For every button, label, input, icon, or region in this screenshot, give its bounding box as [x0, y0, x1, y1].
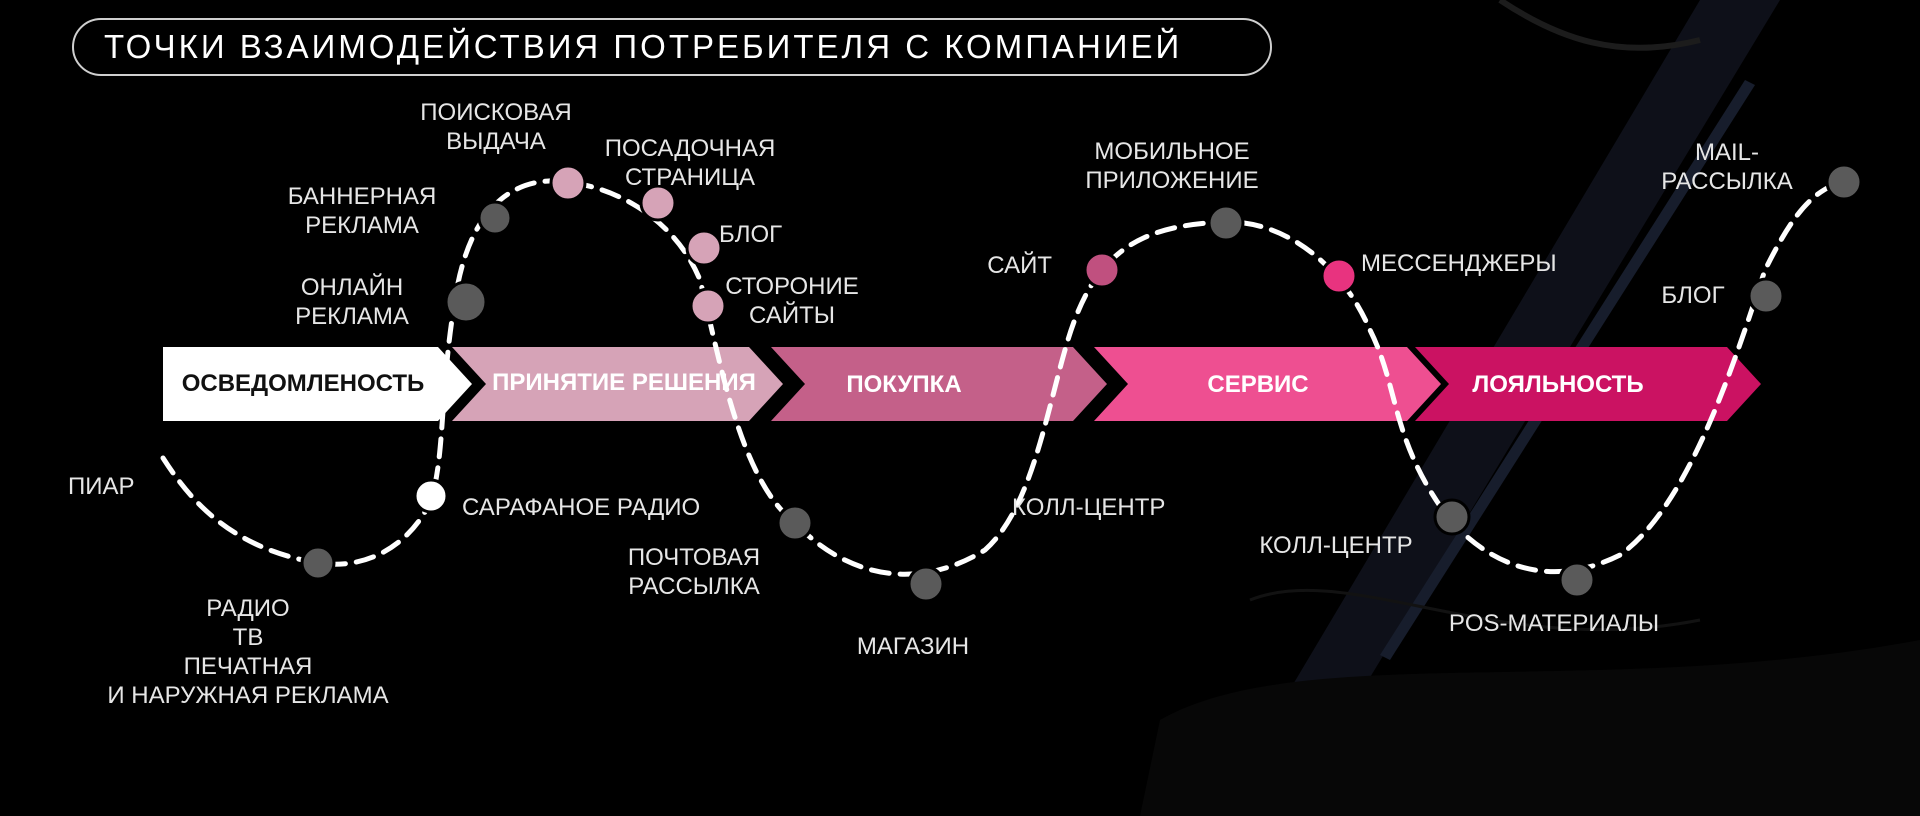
dot-messengers — [1320, 257, 1358, 295]
dot-third-party — [689, 287, 727, 325]
label-banner: БАННЕРНАЯ РЕКЛАМА — [287, 183, 437, 239]
journey-curve — [160, 178, 1848, 577]
label-blog2: БЛОГ — [1661, 282, 1725, 309]
stage-label-purchase: ПОКУПКА — [846, 371, 962, 398]
dot-blog1 — [685, 229, 723, 267]
stage-arrow-loyalty — [1415, 347, 1761, 421]
label-landing: ПОСАДОЧНАЯ СТРАНИЦА — [604, 135, 776, 191]
label-piar: ПИАР — [68, 473, 135, 500]
label-call-center2: КОЛЛ-ЦЕНТР — [1259, 532, 1413, 559]
dot-mobile-app — [1207, 204, 1245, 242]
label-call-center1: КОЛЛ-ЦЕНТР — [1012, 494, 1166, 521]
label-sarafan: САРАФАНОЕ РАДИО — [462, 494, 701, 521]
label-mail: MAIL-РАССЫЛКА — [1661, 139, 1793, 195]
dot-mail — [1825, 163, 1863, 201]
touchpoint-dots — [300, 163, 1863, 603]
page-title: ТОЧКИ ВЗАИМОДЕЙСТВИЯ ПОТРЕБИТЕЛЯ С КОМПА… — [72, 18, 1272, 76]
stage-arrow-service — [1094, 347, 1441, 421]
label-pos: POS-МАТЕРИАЛЫ — [1448, 610, 1660, 637]
stage-arrow-awareness — [163, 347, 472, 421]
label-radio: РАДИО ТВ ПЕЧАТНАЯ И НАРУЖНАЯ РЕКЛАМА — [107, 595, 389, 709]
dot-pos — [1558, 561, 1596, 599]
label-mail-newsletter: ПОЧТОВАЯ РАССЫЛКА — [627, 544, 761, 600]
dot-online-ads — [444, 280, 488, 324]
label-third-party: СТОРОНИЕ САЙТЫ — [725, 273, 859, 329]
dot-banner — [477, 200, 513, 236]
label-online-ads: ОНЛАЙН РЕКЛАМА — [295, 274, 409, 330]
stage-label-awareness: ОСВЕДОМЛЕНОСТЬ — [181, 370, 425, 397]
stage-label-loyalty: ЛОЯЛЬНОСТЬ — [1472, 371, 1644, 398]
stage-arrow-purchase — [771, 347, 1107, 421]
label-store: МАГАЗИН — [856, 633, 970, 660]
dot-store — [907, 565, 945, 603]
dot-blog2 — [1747, 277, 1785, 315]
dot-site — [1083, 251, 1121, 289]
stage-arrow-decision — [452, 347, 783, 421]
dot-search — [549, 164, 587, 202]
dot-mail-newsletter — [776, 504, 814, 542]
stage-label-service: СЕРВИС — [1207, 371, 1309, 398]
dot-call-center2 — [1433, 498, 1471, 536]
label-search: ПОИСКОВАЯ ВЫДАЧА — [420, 99, 572, 155]
title-text: ТОЧКИ ВЗАИМОДЕЙСТВИЯ ПОТРЕБИТЕЛЯ С КОМПА… — [104, 28, 1183, 65]
dot-landing — [639, 184, 677, 222]
dot-radio — [300, 545, 336, 581]
label-blog1: БЛОГ — [719, 221, 783, 248]
stage-arrows — [163, 347, 1761, 421]
stage-label-decision: ПРИНЯТИЕ РЕШЕНИЯ — [492, 369, 756, 396]
label-site: САЙТ — [987, 252, 1052, 279]
dot-sarafan — [413, 478, 449, 514]
label-mobile-app: МОБИЛЬНОЕ ПРИЛОЖЕНИЕ — [1085, 138, 1259, 194]
label-messengers: МЕССЕНДЖЕРЫ — [1361, 250, 1557, 277]
